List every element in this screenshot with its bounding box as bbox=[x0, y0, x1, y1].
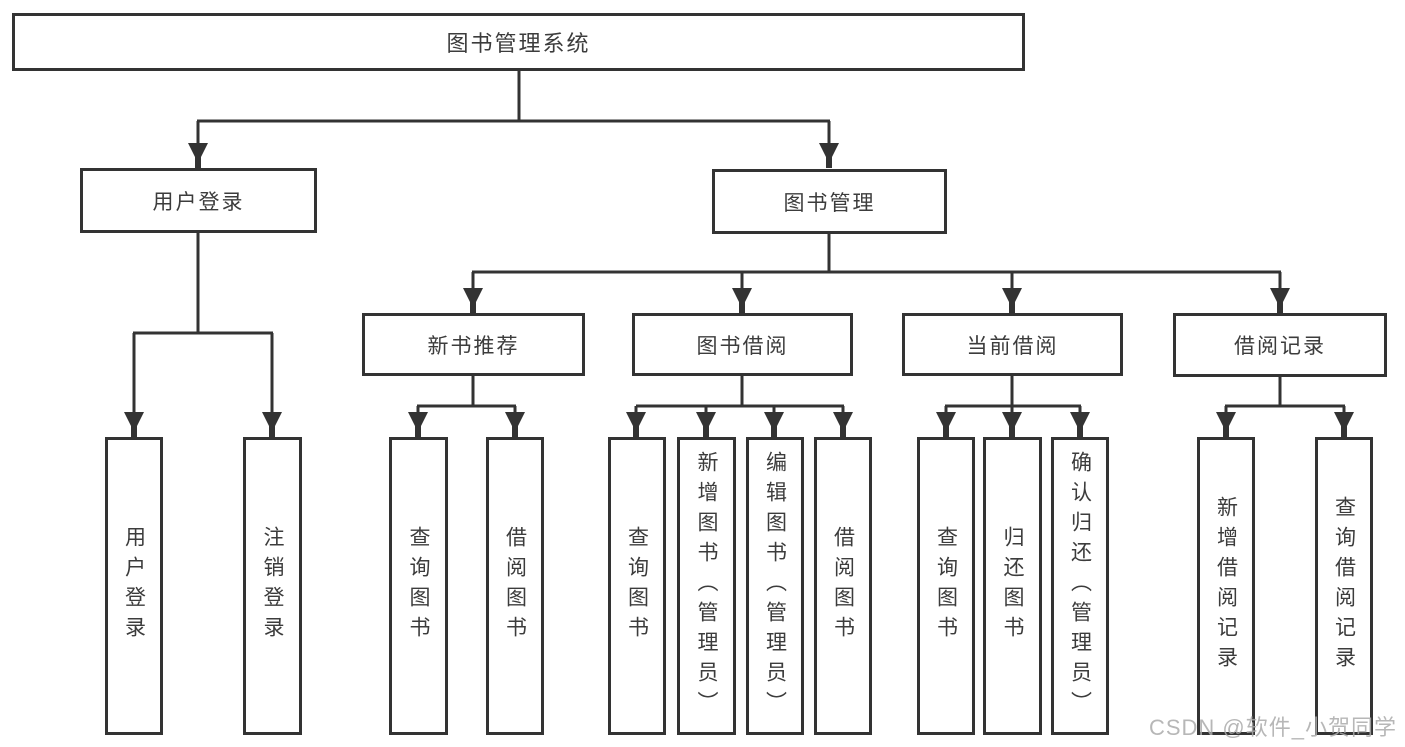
leaf-current-query-book-label: 查询图书 bbox=[934, 526, 958, 646]
node-user-login-label: 用户登录 bbox=[152, 190, 245, 214]
node-current-borrow-label: 当前借阅 bbox=[966, 334, 1059, 358]
leaf-add-book-admin-label: 新增图书（管理员） bbox=[695, 451, 718, 721]
node-book-management-label: 图书管理 bbox=[783, 191, 876, 215]
node-book-management: 图书管理 bbox=[712, 169, 947, 234]
leaf-user-login-label: 用户登录 bbox=[122, 526, 146, 646]
node-new-book-recommend-label: 新书推荐 bbox=[427, 334, 520, 358]
leaf-add-book-admin: 新增图书（管理员） bbox=[677, 437, 736, 735]
leaf-add-borrow-record-label: 新增借阅记录 bbox=[1214, 496, 1238, 676]
leaf-user-login: 用户登录 bbox=[105, 437, 163, 735]
node-new-book-recommend: 新书推荐 bbox=[362, 313, 585, 376]
leaf-confirm-return-admin: 确认归还（管理员） bbox=[1051, 437, 1109, 735]
leaf-query-borrow-record-label: 查询借阅记录 bbox=[1332, 496, 1356, 676]
leaf-recommend-query-book: 查询图书 bbox=[389, 437, 448, 735]
leaf-borrow-query-book: 查询图书 bbox=[608, 437, 666, 735]
node-system-root: 图书管理系统 bbox=[12, 13, 1025, 71]
node-borrow-record-label: 借阅记录 bbox=[1234, 335, 1326, 358]
leaf-confirm-return-admin-label: 确认归还（管理员） bbox=[1068, 451, 1092, 721]
leaf-add-borrow-record: 新增借阅记录 bbox=[1197, 437, 1255, 735]
node-book-borrow: 图书借阅 bbox=[632, 313, 853, 376]
leaf-current-query-book: 查询图书 bbox=[917, 437, 975, 735]
csdn-watermark: CSDN @软件_小贺同学 bbox=[1148, 715, 1397, 740]
leaf-edit-book-admin: 编辑图书（管理员） bbox=[746, 437, 804, 735]
leaf-return-book-label: 归还图书 bbox=[1001, 526, 1024, 646]
node-system-root-label: 图书管理系统 bbox=[446, 31, 591, 56]
leaf-recommend-borrow-book: 借阅图书 bbox=[486, 437, 544, 735]
leaf-edit-book-admin-label: 编辑图书（管理员） bbox=[763, 451, 787, 721]
leaf-recommend-query-book-label: 查询图书 bbox=[407, 526, 430, 646]
node-current-borrow: 当前借阅 bbox=[902, 313, 1123, 376]
leaf-logout: 注销登录 bbox=[243, 437, 302, 735]
leaf-return-book: 归还图书 bbox=[983, 437, 1042, 735]
node-borrow-record: 借阅记录 bbox=[1173, 313, 1387, 377]
node-book-borrow-label: 图书借阅 bbox=[696, 334, 789, 358]
node-user-login: 用户登录 bbox=[80, 168, 317, 233]
leaf-recommend-borrow-book-label: 借阅图书 bbox=[503, 526, 527, 646]
leaf-logout-label: 注销登录 bbox=[261, 526, 284, 646]
leaf-query-borrow-record: 查询借阅记录 bbox=[1315, 437, 1373, 735]
leaf-borrow-book: 借阅图书 bbox=[814, 437, 872, 735]
leaf-borrow-book-label: 借阅图书 bbox=[831, 526, 855, 646]
leaf-borrow-query-book-label: 查询图书 bbox=[625, 526, 649, 646]
